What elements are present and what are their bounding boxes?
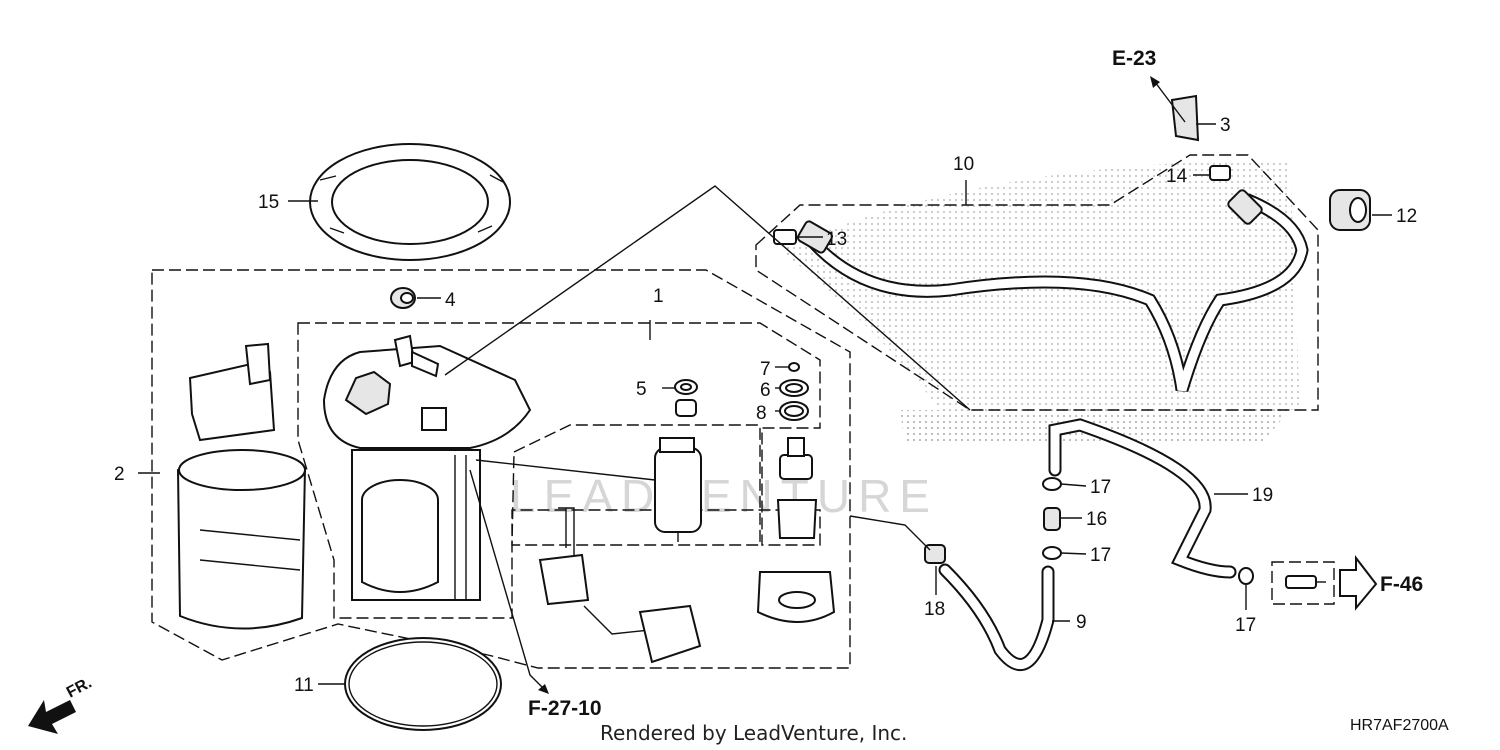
fuel-level-sender (538, 507, 702, 664)
diagram-code: HR7AF2700A (1350, 717, 1449, 734)
label-part-17-right: 17 (1235, 615, 1256, 636)
connector-f46 (1285, 575, 1326, 589)
label-part-9: 9 (1076, 612, 1087, 633)
leader-lines (138, 123, 1392, 685)
grommet-part-12 (1329, 189, 1371, 231)
label-part-13: 13 (826, 229, 847, 250)
label-part-11: 11 (294, 675, 314, 696)
label-part-15: 15 (258, 192, 279, 213)
pump-base (756, 571, 836, 623)
seal-part-4 (390, 287, 416, 309)
lock-ring-15 (309, 143, 511, 261)
label-part-5: 5 (636, 379, 647, 400)
label-part-12: 12 (1396, 206, 1417, 227)
label-part-3: 3 (1220, 115, 1231, 136)
label-part-1: 1 (653, 286, 664, 307)
o-ring-part-7 (788, 362, 800, 372)
fuel-pump-motor (654, 437, 702, 542)
label-part-14: 14 (1166, 166, 1188, 187)
fuel-pump-group-outline-2 (151, 269, 851, 669)
pump-internals-outline (511, 424, 761, 546)
o-ring-part-5 (674, 379, 698, 395)
watermark-text: LEADVENTURE (510, 470, 938, 522)
arrow-e23 (1150, 76, 1186, 123)
seal-ring-11 (344, 637, 502, 731)
clamp-part-17-right (1238, 567, 1254, 585)
clamp-part-17-mid (1042, 546, 1062, 560)
label-part-2: 2 (114, 464, 125, 485)
label-part-10: 10 (953, 154, 974, 175)
fuel-pump-body (351, 449, 481, 601)
label-part-8: 8 (756, 403, 767, 424)
front-direction-label: FR. (64, 674, 95, 701)
label-part-6: 6 (760, 380, 771, 401)
fuel-pump-assembly-outline-1 (297, 322, 821, 619)
drain-hose-9 (938, 563, 1055, 671)
footer-credit: Rendered by LeadVenture, Inc. (600, 721, 907, 745)
arrow-f46 (1339, 555, 1378, 611)
arrow-f2710 (469, 469, 549, 694)
fuel-pump-flange (322, 334, 532, 449)
pump-bracket (188, 342, 276, 442)
ref-code-e23: E-23 (1112, 47, 1156, 70)
label-part-16: 16 (1086, 509, 1107, 530)
clip-part-13 (773, 229, 797, 245)
regulator-holder (776, 499, 818, 539)
label-part-18: 18 (924, 599, 945, 620)
front-direction-arrow (28, 700, 76, 734)
label-part-4: 4 (445, 290, 456, 311)
filter-part-5b (675, 399, 697, 417)
clamp-part-17-top (1042, 477, 1062, 491)
label-part-7: 7 (760, 359, 771, 380)
joint-part-16 (1043, 507, 1061, 531)
o-ring-part-6 (779, 379, 809, 397)
ref-code-f2710: F-27-10 (528, 697, 602, 720)
ref-code-f46: F-46 (1380, 573, 1423, 596)
breather-hose-19 (1048, 418, 1237, 579)
o-ring-part-8 (779, 401, 809, 421)
clip-part-14 (1209, 165, 1231, 181)
pressure-regulator (779, 437, 813, 480)
label-part-17-mid: 17 (1090, 545, 1111, 566)
label-part-17-top: 17 (1090, 477, 1111, 498)
label-part-19: 19 (1252, 485, 1273, 506)
connector-outline-f46 (1271, 561, 1335, 605)
fuel-hose-group-outline-10 (755, 154, 1319, 411)
clip-part-3 (1170, 94, 1200, 142)
pump-case-2 (176, 449, 307, 630)
